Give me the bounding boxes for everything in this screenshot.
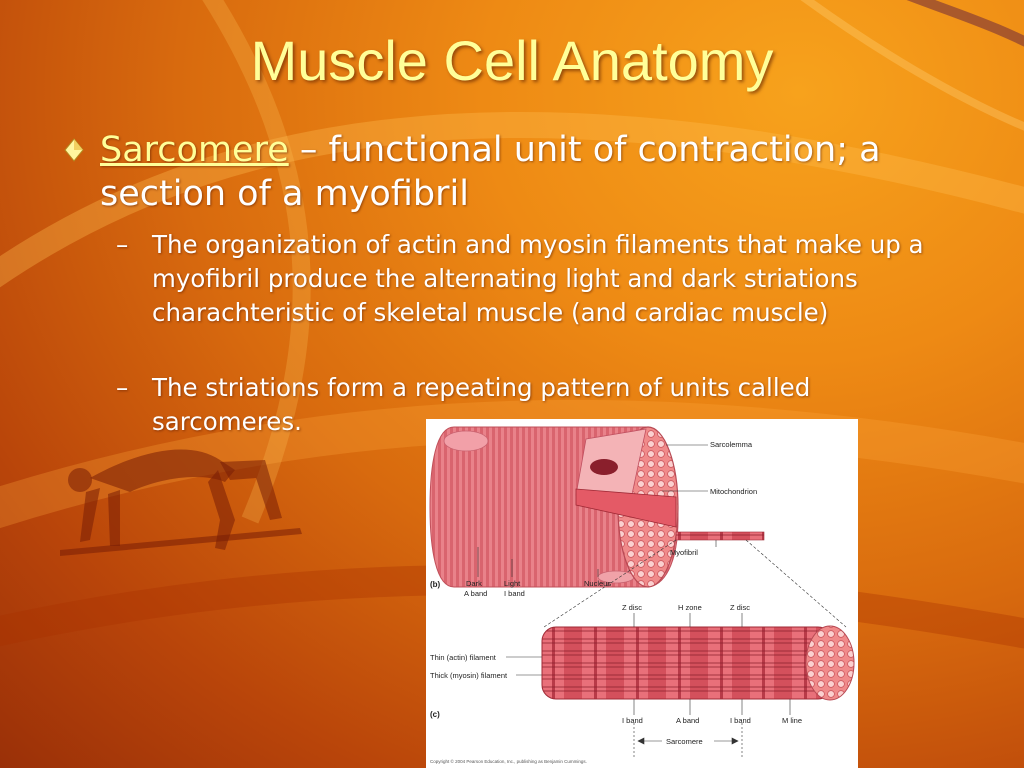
label-z-disc-left: Z disc <box>622 603 642 612</box>
muscle-fiber-illustration <box>429 426 765 588</box>
label-a-band-b: A band <box>464 589 487 598</box>
label-dark: Dark <box>466 579 482 588</box>
label-z-disc-right: Z disc <box>730 603 750 612</box>
sub-bullet-striations: – The striations form a repeating patter… <box>116 371 952 439</box>
label-a-band-c: A band <box>676 716 699 725</box>
sub-bullet-dash: – <box>116 373 129 402</box>
term-sarcomere[interactable]: Sarcomere <box>100 130 289 170</box>
figure-copyright: Copyright © 2004 Pearson Education, Inc.… <box>430 758 587 764</box>
label-panel-c: (c) <box>430 710 440 719</box>
label-mitochondrion: Mitochondrion <box>710 487 757 496</box>
sprinter-silhouette <box>60 449 302 556</box>
label-i-band-b: I band <box>504 589 525 598</box>
label-myofibril: Myofibril <box>670 548 698 557</box>
myofibril-illustration <box>541 625 855 701</box>
sub-bullet-text: The striations form a repeating pattern … <box>152 373 811 436</box>
leader-lines-c <box>506 613 791 757</box>
leader-lines-b <box>477 444 847 628</box>
muscle-fiber-diagram: Sarcolemma Mitochondrion Myofibril (b) D… <box>426 419 858 768</box>
main-bullet-text: – functional unit of contraction; a sect… <box>100 130 881 214</box>
slide-title: Muscle Cell Anatomy <box>250 29 774 92</box>
sub-bullet-text: The organization of actin and myosin fil… <box>152 230 924 327</box>
label-thick-filament: Thick (myosin) filament <box>430 671 508 680</box>
label-nucleus: Nucleus <box>584 579 611 588</box>
label-light: Light <box>504 579 521 588</box>
label-h-zone: H zone <box>678 603 702 612</box>
label-sarcolemma: Sarcolemma <box>710 440 753 449</box>
label-i-band-left: I band <box>622 716 643 725</box>
main-bullet: Sarcomere – functional unit of contracti… <box>64 128 980 216</box>
label-m-line: M line <box>782 716 802 725</box>
diamond-bullet-icon <box>64 138 84 162</box>
label-thin-filament: Thin (actin) filament <box>430 653 497 662</box>
label-i-band-right: I band <box>730 716 751 725</box>
label-panel-b: (b) <box>430 580 441 589</box>
sub-bullet-dash: – <box>116 230 129 259</box>
label-sarcomere: Sarcomere <box>666 737 703 746</box>
sub-bullet-organization: – The organization of actin and myosin f… <box>116 228 952 330</box>
